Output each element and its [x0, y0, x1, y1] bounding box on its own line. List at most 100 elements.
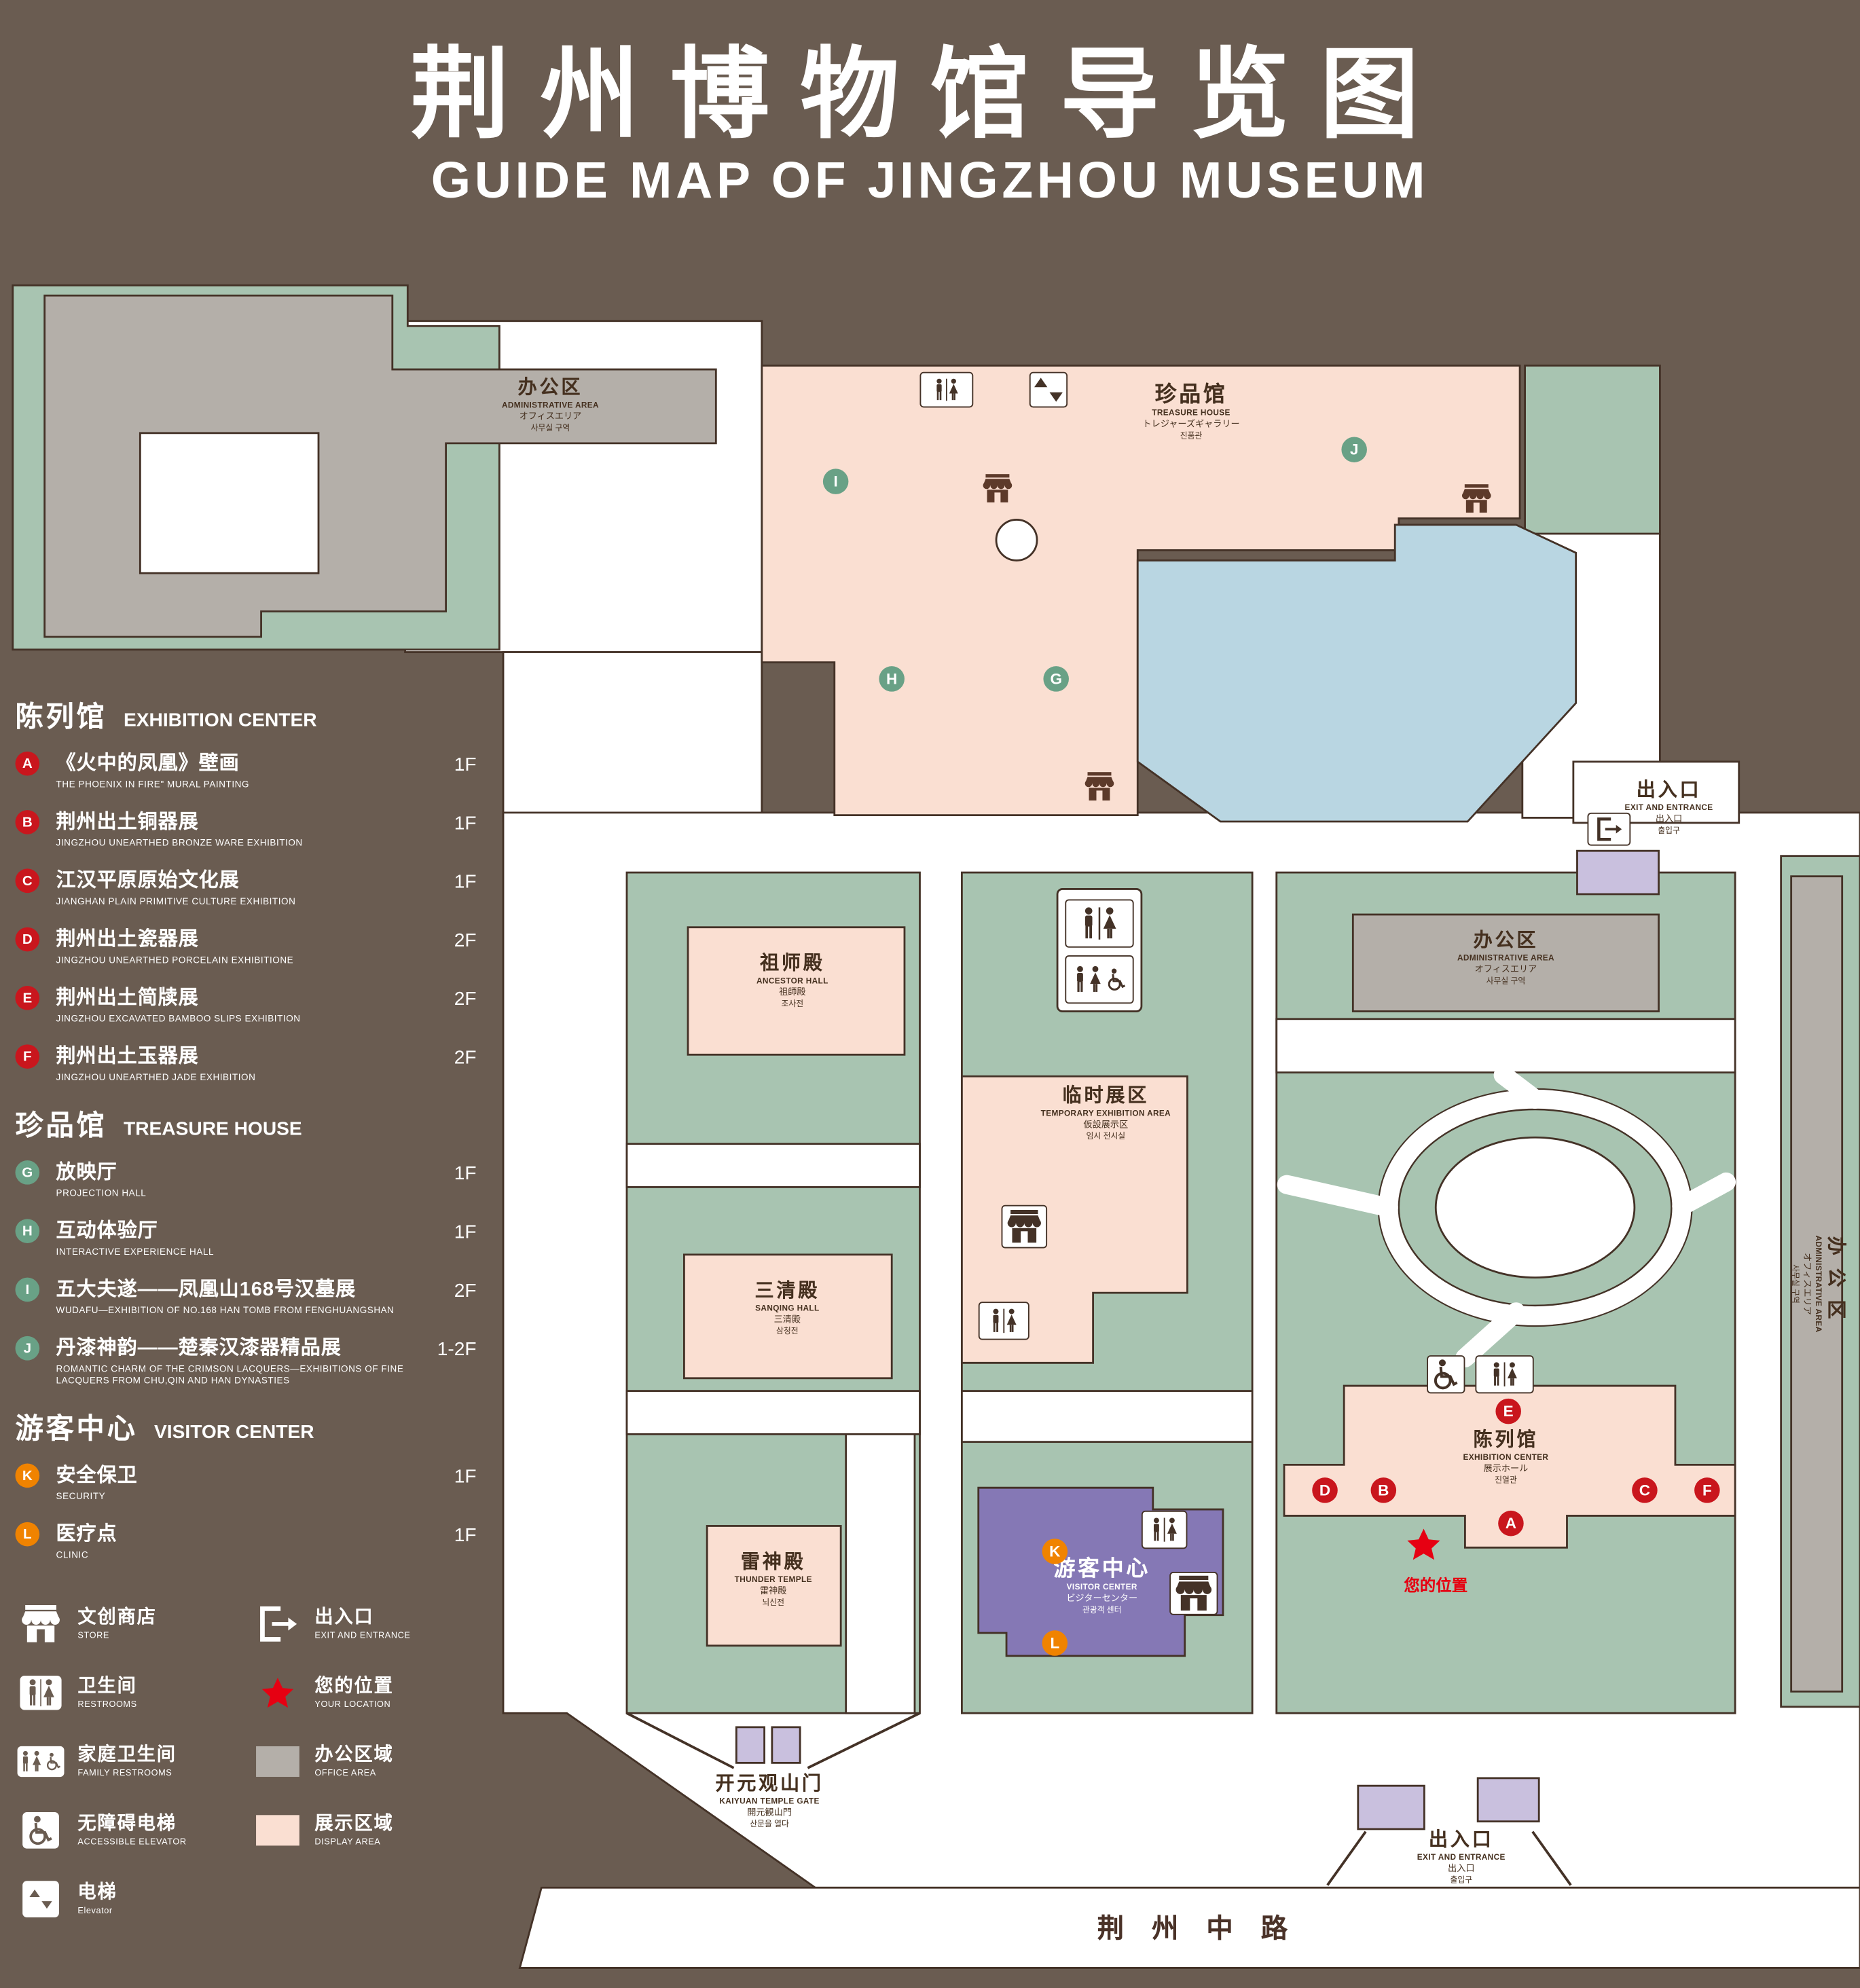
- label-temporary-exhibition: 临时展区 TEMPORARY EXHIBITION AREA 仮設展示区 임시 …: [1041, 1085, 1171, 1141]
- label-en: ADMINISTRATIVE AREA: [1457, 954, 1554, 963]
- label-ja: トレジャーズギャラリー: [1142, 420, 1240, 430]
- key-label-zh: 办公区域: [314, 1744, 394, 1765]
- list-item-H: H 互动体验厅 INTERACTIVE EXPERIENCE HALL 1F: [15, 1219, 494, 1257]
- label-en: EXHIBITION CENTER: [1463, 1453, 1549, 1462]
- list-item-B: B 荆州出土铜器展 JINGZHOU UNEARTHED BRONZE WARE…: [15, 810, 494, 848]
- label-zh: 游客中心: [1053, 1556, 1151, 1581]
- label-ancestor-hall: 祖师殿 ANCESTOR HALL 祖師殿 조사전: [756, 953, 828, 1009]
- poster-subtitle: GUIDE MAP OF JINGZHOU MUSEUM: [431, 153, 1429, 209]
- label-ja: 出入口: [1655, 814, 1683, 824]
- map-marker-I: I: [822, 468, 849, 494]
- key-label-zh: 电梯: [77, 1881, 117, 1902]
- item-title: 安全保卫: [56, 1465, 138, 1487]
- lawn-east: [1275, 871, 1736, 1714]
- label-en: ANCESTOR HALL: [756, 976, 828, 987]
- item-subtitle: JINGZHOU UNEARTHED PORCELAIN EXHIBITIONE: [56, 954, 294, 966]
- list-item-L: L 医疗点 CLINIC 1F: [15, 1522, 494, 1561]
- label-en: TREASURE HOUSE: [1152, 409, 1230, 419]
- item-title: 荆州出土铜器展: [56, 811, 199, 833]
- label-ko: 뇌신전: [762, 1598, 785, 1608]
- label-en: ADMINISTRATIVE AREA: [501, 401, 599, 411]
- label-ko: 삼청전: [776, 1327, 799, 1336]
- section-title-en: EXHIBITION CENTER: [124, 709, 317, 731]
- item-subtitle: CLINIC: [56, 1549, 89, 1561]
- marker-H: H: [15, 1219, 40, 1243]
- key-label-en: DISPLAY AREA: [314, 1837, 381, 1847]
- marker-B: B: [15, 810, 40, 834]
- item-floor: 2F: [454, 1047, 477, 1069]
- key-label-en: EXIT AND ENTRANCE: [314, 1631, 411, 1640]
- building-exhibition-center: [1283, 1384, 1736, 1549]
- label-exit-top-right: 出入口 EXIT AND ENTRANCE 出入口 출입구: [1625, 779, 1713, 836]
- garden-path-west: [1277, 1175, 1398, 1217]
- your-location-star-icon: [1406, 1528, 1441, 1562]
- section-title-zh: 陈列馆: [15, 700, 107, 733]
- store-icon: [1083, 772, 1116, 801]
- label-ko: 관광객 센터: [1082, 1606, 1122, 1616]
- store-icon: [981, 474, 1015, 503]
- label-en: TEMPORARY EXHIBITION AREA: [1040, 1109, 1171, 1119]
- label-admin-mid: 办公区 ADMINISTRATIVE AREA オフィスエリア 사무실 구역: [1457, 929, 1554, 986]
- item-title: 荆州出土玉器展: [56, 1046, 199, 1068]
- label-ko: 임시 전시실: [1086, 1132, 1126, 1141]
- label-sanqing-hall: 三清殿 SANQING HALL 三清殿 삼청전: [755, 1280, 820, 1336]
- road-band: [518, 1886, 1860, 1969]
- label-zh: 祖师殿: [760, 953, 825, 975]
- item-title: 医疗点: [56, 1523, 117, 1545]
- label-kaiyuan-gate: 开元观山门 KAIYUAN TEMPLE GATE 開元観山門 산문을 열다: [715, 1773, 823, 1829]
- key-label-en: FAMILY RESTROOMS: [77, 1768, 172, 1778]
- key-your-location: 您的位置 YOUR LOCATION: [252, 1668, 494, 1718]
- list-item-D: D 荆州出土瓷器展 JINGZHOU UNEARTHED PORCELAIN E…: [15, 927, 494, 966]
- item-title: 放映厅: [56, 1161, 117, 1183]
- garden-path-north: [1493, 1065, 1545, 1109]
- exit-building-bottom-right: [1476, 1777, 1540, 1823]
- exit-building-bottom-left: [1357, 1784, 1425, 1830]
- accessible-elevator-icon: [1427, 1355, 1465, 1394]
- elevator-icon: [16, 1879, 67, 1919]
- section-title-zh: 珍品馆: [15, 1109, 107, 1141]
- key-elevator: 电梯 Elevator: [16, 1874, 245, 1925]
- label-en: VISITOR CENTER: [1066, 1583, 1137, 1593]
- list-item-J: J 丹漆神韵——楚秦汉漆器精品展 ROMANTIC CHARM OF THE C…: [15, 1336, 494, 1386]
- label-ko: 산문을 열다: [750, 1820, 789, 1829]
- label-ja: 展示ホール: [1483, 1464, 1529, 1473]
- garden-loop-inner: [1398, 1108, 1673, 1307]
- map-marker-K: K: [1042, 1539, 1068, 1564]
- list-item-A: A 《火中的凤凰》壁画 THE PHOENIX IN FIRE" MURAL P…: [15, 751, 494, 790]
- item-floor: 1F: [454, 1466, 477, 1488]
- label-ja: 三清殿: [773, 1315, 801, 1325]
- map-key: 文创商店 STORE 出入口 EXIT AND ENTRANCE 卫生间 RES…: [16, 1598, 494, 1924]
- label-ko: 조사전: [781, 999, 804, 1009]
- key-display-area: 展示区域 DISPLAY AREA: [252, 1805, 494, 1856]
- label-ja: 仮設展示区: [1083, 1120, 1129, 1130]
- building-thunder-temple: [706, 1525, 842, 1647]
- section-title-en: VISITOR CENTER: [154, 1421, 314, 1443]
- marker-C: C: [15, 868, 40, 894]
- family-restroom-icon: [16, 1741, 67, 1782]
- label-ja: ビジターセンター: [1066, 1594, 1138, 1604]
- store-icon: [16, 1604, 67, 1644]
- gate-structure-right: [771, 1726, 801, 1764]
- item-subtitle: SECURITY: [56, 1490, 106, 1502]
- path-east-horizontal: [1275, 1018, 1736, 1073]
- label-en: EXIT AND ENTRANCE: [1417, 1853, 1506, 1862]
- map-marker-E: E: [1495, 1398, 1521, 1424]
- store-icon: [1001, 1204, 1048, 1249]
- label-ko: 진품관: [1180, 432, 1203, 441]
- section-visitor-center: 游客中心 VISITOR CENTER K 安全保卫 SECURITY 1F L…: [15, 1406, 494, 1561]
- your-location-text: 您的位置: [1404, 1577, 1468, 1595]
- item-floor: 1-2F: [437, 1338, 477, 1361]
- list-item-I: I 五大夫遂——凤凰山168号汉墓展 WUDAFU—EXHIBITION OF …: [15, 1277, 494, 1316]
- gate-funnel-left: [626, 1712, 735, 1769]
- item-title: 互动体验厅: [56, 1220, 158, 1242]
- key-exit: 出入口 EXIT AND ENTRANCE: [252, 1598, 494, 1649]
- building-treasure-house: [761, 365, 1521, 817]
- restrooms-icon: [1065, 899, 1134, 948]
- key-label-zh: 文创商店: [77, 1606, 157, 1627]
- label-zh: 开元观山门: [715, 1773, 824, 1795]
- exit-icon: [252, 1604, 303, 1644]
- item-subtitle: ROMANTIC CHARM OF THE CRIMSON LACQUERS—E…: [56, 1363, 404, 1386]
- restrooms-icon: [1475, 1355, 1534, 1394]
- your-location-star-icon: [252, 1672, 303, 1713]
